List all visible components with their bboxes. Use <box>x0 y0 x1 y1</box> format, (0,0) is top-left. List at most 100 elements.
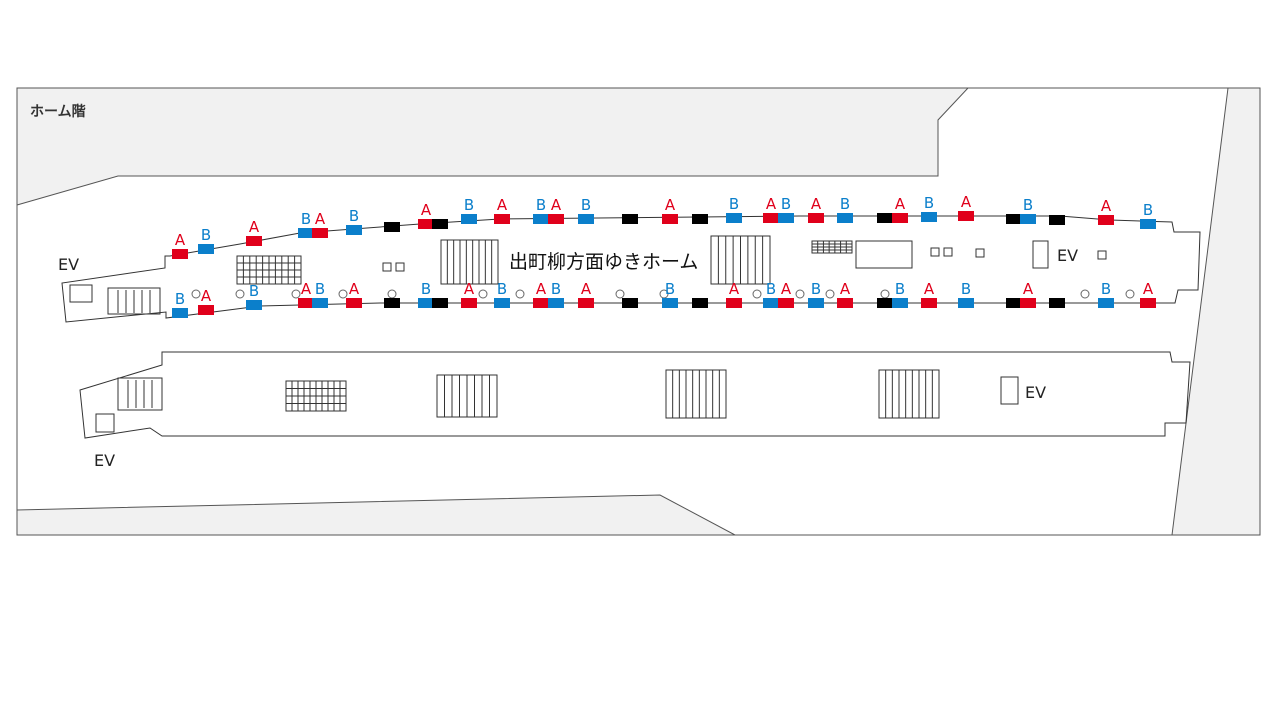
facility-box <box>1097 250 1107 260</box>
escalator-icon <box>236 255 302 285</box>
bottom-car-marker <box>892 298 908 308</box>
top-car-marker <box>778 213 794 223</box>
bottom-car-label: B <box>1101 280 1111 298</box>
stairs-icon <box>665 369 727 419</box>
stairs-icon <box>878 369 940 419</box>
bottom-car-label: A <box>536 280 547 298</box>
bottom-car-label: B <box>249 282 259 300</box>
top-car-label: A <box>249 218 260 236</box>
facility-box <box>1000 376 1019 405</box>
top-car-marker <box>726 213 742 223</box>
top-car-marker <box>533 214 549 224</box>
top-car-marker <box>298 228 314 238</box>
top-car-marker <box>1020 214 1036 224</box>
top-car-label: A <box>1101 197 1112 215</box>
top-car-label: A <box>766 195 777 213</box>
bottom-car-marker <box>1049 298 1065 308</box>
bottom-car-marker <box>494 298 510 308</box>
bottom-car-marker <box>692 298 708 308</box>
top-car-label: A <box>551 196 562 214</box>
facility-box <box>1032 240 1049 269</box>
bottom-car-label: A <box>729 280 740 298</box>
bottom-car-label: A <box>349 280 360 298</box>
escalator-icon <box>811 240 853 254</box>
bottom-car-marker <box>384 298 400 308</box>
top-car-marker <box>808 213 824 223</box>
ev-box <box>69 284 93 303</box>
platform-2-outline <box>79 351 1191 439</box>
pillar-icon <box>478 289 488 299</box>
ev-box <box>95 413 115 433</box>
top-car-label: B <box>924 194 934 212</box>
bottom-car-label: B <box>315 280 325 298</box>
bottom-car-label: A <box>1143 280 1154 298</box>
top-car-marker <box>1140 219 1156 229</box>
top-car-label: A <box>497 196 508 214</box>
bottom-car-marker <box>198 305 214 315</box>
pillar-icon <box>515 289 525 299</box>
top-car-marker <box>892 213 908 223</box>
top-car-label: B <box>201 226 211 244</box>
bottom-car-marker <box>432 298 448 308</box>
bottom-car-label: A <box>840 280 851 298</box>
bottom-car-marker <box>298 298 314 308</box>
top-car-label: B <box>349 207 359 225</box>
facility-box <box>975 248 985 258</box>
top-car-label: A <box>175 231 186 249</box>
bottom-car-marker <box>877 298 893 308</box>
bottom-car-label: B <box>421 280 431 298</box>
concourse-area <box>16 87 1229 536</box>
bottom-car-marker <box>763 298 779 308</box>
bottom-car-label: A <box>781 280 792 298</box>
pillar-icon <box>338 289 348 299</box>
bottom-car-marker <box>808 298 824 308</box>
top-car-label: A <box>961 193 972 211</box>
bottom-car-label: B <box>766 280 776 298</box>
facility-box <box>855 240 913 269</box>
top-car-label: B <box>1023 196 1033 214</box>
top-car-marker <box>1006 214 1022 224</box>
top-car-label: B <box>301 210 311 228</box>
bottom-car-marker <box>1020 298 1036 308</box>
bottom-car-marker <box>837 298 853 308</box>
top-car-marker <box>494 214 510 224</box>
top-car-marker <box>246 236 262 246</box>
bottom-car-label: B <box>175 290 185 308</box>
bottom-car-label: A <box>464 280 475 298</box>
top-car-marker <box>622 214 638 224</box>
bottom-car-label: B <box>961 280 971 298</box>
top-car-label: B <box>581 196 591 214</box>
bottom-car-label: A <box>1023 280 1034 298</box>
top-car-label: A <box>895 195 906 213</box>
pillar-icon <box>1080 289 1090 299</box>
top-car-label: B <box>464 196 474 214</box>
pillar-icon <box>1125 289 1135 299</box>
top-car-marker <box>172 249 188 259</box>
bottom-car-label: B <box>895 280 905 298</box>
bottom-car-label: A <box>301 280 312 298</box>
top-car-label: B <box>536 196 546 214</box>
bottom-car-label: B <box>665 280 675 298</box>
bottom-car-marker <box>312 298 328 308</box>
facility-box <box>943 247 953 257</box>
top-car-marker <box>461 214 477 224</box>
bottom-car-marker <box>548 298 564 308</box>
ev-label: EV <box>94 451 115 470</box>
bottom-car-label: A <box>924 280 935 298</box>
bottom-car-marker <box>418 298 434 308</box>
top-car-marker <box>763 213 779 223</box>
bottom-car-marker <box>461 298 477 308</box>
bottom-car-marker <box>346 298 362 308</box>
pillar-icon <box>291 289 301 299</box>
bottom-car-marker <box>246 300 262 310</box>
bottom-car-marker <box>533 298 549 308</box>
ev-label: EV <box>1057 246 1078 265</box>
bottom-car-marker <box>662 298 678 308</box>
bottom-car-marker <box>726 298 742 308</box>
top-car-marker <box>958 211 974 221</box>
pillar-icon <box>752 289 762 299</box>
bottom-car-label: A <box>581 280 592 298</box>
platform-1-outline <box>61 215 1201 323</box>
top-car-marker <box>548 214 564 224</box>
